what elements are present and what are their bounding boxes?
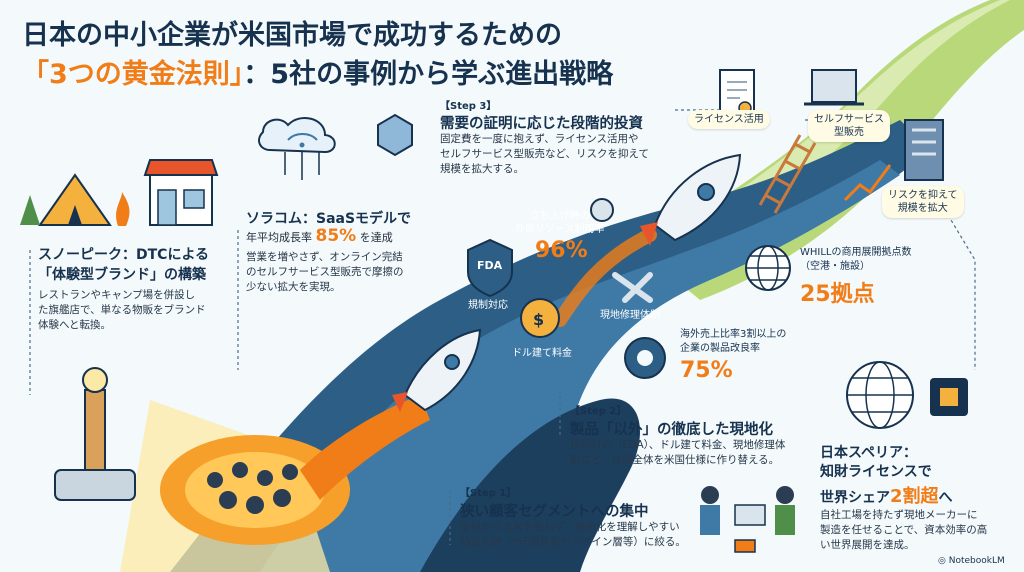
dollar-label: ドル建て料金 xyxy=(512,348,572,359)
improve-value: 75% xyxy=(680,358,733,383)
soracom-body-line: のセルフサービス型販売で摩擦の xyxy=(246,266,404,278)
snowpeak-body-line: レストランやキャンプ場を併設し xyxy=(38,289,196,301)
soracom-body-line: 少ない拡大を実現。 xyxy=(246,281,341,293)
spotlight-tower-icon xyxy=(54,367,136,501)
superior-heading-1: 日本スペリア： xyxy=(820,445,918,461)
soracom-growth: 年平均成長率 85% を達成 xyxy=(246,226,393,246)
dollar-coin-icon xyxy=(520,298,560,338)
tag-selfservice: セルフサービス 型販売 xyxy=(808,110,890,142)
campfire-icon xyxy=(116,192,130,226)
tag-license: ライセンス活用 xyxy=(688,110,770,129)
soracom-growth-prefix: 年平均成長率 xyxy=(246,231,312,244)
globe-icon-small xyxy=(745,245,791,291)
superior-body-line: 製造を任せることで、資本効率の高 xyxy=(820,524,988,536)
snowpeak-heading-1: スノーピーク：DTCによる xyxy=(38,247,210,263)
notebooklm-logo-icon: ◎ xyxy=(938,556,949,566)
snowpeak-body-line: た旗艦店で、単なる物販をブランド xyxy=(38,304,206,316)
outsource-label-line: 外部リソース利用率 xyxy=(515,224,605,235)
step3-body-line: 規模を拡大する。 xyxy=(440,163,524,175)
step1-body-line: 特定の層（IoT開発者やデザイン層等）に絞る。 xyxy=(460,536,686,548)
wrench-icon xyxy=(612,272,653,303)
ladder-icon xyxy=(758,134,817,214)
dollar-sign-text: $ xyxy=(533,310,545,329)
repair-label: 現地修理体制 xyxy=(600,310,660,321)
river-highlight xyxy=(260,160,900,572)
title-rest: ：5社の事例から学ぶ進出戦略 xyxy=(243,59,614,90)
whill-label-line: WHILLの商用展開拠点数 xyxy=(800,247,912,258)
superior-body-line: 自社工場を持たず現地メーカーに xyxy=(820,509,978,521)
step2-body-line: 制など、体験全体を米国仕様に作り替える。 xyxy=(570,454,780,466)
tag-selfservice-line: 型販売 xyxy=(834,127,864,138)
step2-body: 規制対応（FDA）、ドル建て料金、現地修理体 制など、体験全体を米国仕様に作り替… xyxy=(570,438,810,468)
step1-title: 狭い顧客セグメントへの集中 xyxy=(460,504,649,520)
notebooklm-badge: ◎ NotebookLM xyxy=(938,556,1005,566)
building-icon xyxy=(904,119,944,181)
step1-body-line: 最初から全米を狙わず、差別化を理解しやすい xyxy=(460,521,680,533)
superior-heading-3-accent: 2割超 xyxy=(890,486,939,507)
step1-body: 最初から全米を狙わず、差別化を理解しやすい 特定の層（IoT開発者やデザイン層等… xyxy=(460,520,705,550)
document-icon xyxy=(719,69,755,115)
improve-label: 海外売上比率3割以上の 企業の製品改良率 xyxy=(680,328,786,356)
whill-label-line: （空港・施設） xyxy=(800,261,870,272)
superior-heading-3: 世界シェア2割超へ xyxy=(820,482,953,508)
improve-label-line: 海外売上比率3割以上の xyxy=(680,329,787,340)
superior-body: 自社工場を持たず現地メーカーに 製造を任せることで、資本効率の高 い世界展開を達… xyxy=(820,508,1015,553)
growth-chart-icon xyxy=(843,164,892,202)
laptop-icon xyxy=(804,69,864,106)
whill-value: 25拠点 xyxy=(800,282,875,307)
step3-body-line: 固定費を一度に抱えず、ライセンス活用や xyxy=(440,133,639,145)
fda-badge-text: FDA xyxy=(477,259,503,272)
superior-heading-3-pre: 世界シェア xyxy=(820,490,890,506)
outsource-value: 96% xyxy=(535,238,588,263)
step2-label: 【Step 2】 xyxy=(570,406,627,417)
tag-risk-line: リスクを抑えて xyxy=(888,190,958,201)
step3-label: 【Step 3】 xyxy=(440,101,497,112)
tag-selfservice-line: セルフサービス xyxy=(814,114,884,125)
soracom-heading: ソラコム：SaaSモデルで xyxy=(246,211,412,227)
soracom-body-line: 営業を増やさず、オンライン完結 xyxy=(246,251,403,263)
step2-body-line: 規制対応（FDA）、ドル建て料金、現地修理体 xyxy=(570,439,786,451)
notebooklm-brand: NotebookLM xyxy=(948,556,1005,566)
superior-heading-3-post: へ xyxy=(938,490,953,506)
tag-risk-line: 規模を拡大 xyxy=(897,203,948,214)
globe-chip-icon xyxy=(846,361,968,429)
whill-label: WHILLの商用展開拠点数 （空港・施設） xyxy=(800,246,912,274)
step3-body: 固定費を一度に抱えず、ライセンス活用や セルフサービス型販売など、リスクを抑えて… xyxy=(440,132,680,177)
cube-icon xyxy=(377,113,413,157)
snowpeak-body: レストランやキャンプ場を併設し た旗艦店で、単なる物販をブランド 体験へと転換。 xyxy=(38,288,208,333)
tag-risk: リスクを抑えて 規模を拡大 xyxy=(882,186,964,218)
tent-icon xyxy=(20,173,112,226)
rocket-flame xyxy=(300,395,430,500)
cloud-wifi-icon xyxy=(258,116,336,180)
shop-icon xyxy=(143,159,219,226)
regulation-label: 規制対応 xyxy=(468,300,508,311)
superior-heading-2: 知財ライセンスで xyxy=(820,464,932,480)
workers-icon xyxy=(700,486,795,553)
outsource-label: 立ち上げ時の 外部リソース利用率 xyxy=(515,210,605,236)
improve-label-line: 企業の製品改良率 xyxy=(680,343,760,354)
step1-label: 【Step 1】 xyxy=(460,488,517,499)
snowpeak-body-line: 体験へと転換。 xyxy=(38,319,111,331)
page-title-line2: 「3つの黄金法則」：5社の事例から学ぶ進出戦略 xyxy=(22,52,613,91)
step3-body-line: セルフサービス型販売など、リスクを抑えて xyxy=(440,148,649,160)
fda-shield-icon xyxy=(467,238,513,298)
superior-body-line: い世界展開を達成。 xyxy=(820,539,915,551)
hill-dark xyxy=(420,398,640,572)
rocket-lower-icon xyxy=(392,328,482,412)
crowd-icon xyxy=(207,462,298,514)
soracom-growth-suffix: を達成 xyxy=(359,231,393,244)
title-accent: 「3つの黄金法則」 xyxy=(22,59,244,90)
stage-glow-inner xyxy=(185,452,325,528)
gear-icon xyxy=(590,198,666,379)
soracom-growth-value: 85% xyxy=(315,226,357,246)
rocket-upper-icon xyxy=(553,153,742,327)
step2-title: 製品「以外」の徹底した現地化 xyxy=(570,422,773,438)
snowpeak-heading-2: 「体験型ブランド」の構築 xyxy=(38,267,206,283)
outsource-label-line: 立ち上げ時の xyxy=(529,211,590,222)
soracom-body: 営業を増やさず、オンライン完結 のセルフサービス型販売で摩擦の 少ない拡大を実現… xyxy=(246,250,426,295)
step3-title: 需要の証明に応じた段階的投資 xyxy=(440,116,643,132)
page-title-line1: 日本の中小企業が米国市場で成功するための xyxy=(22,20,562,51)
